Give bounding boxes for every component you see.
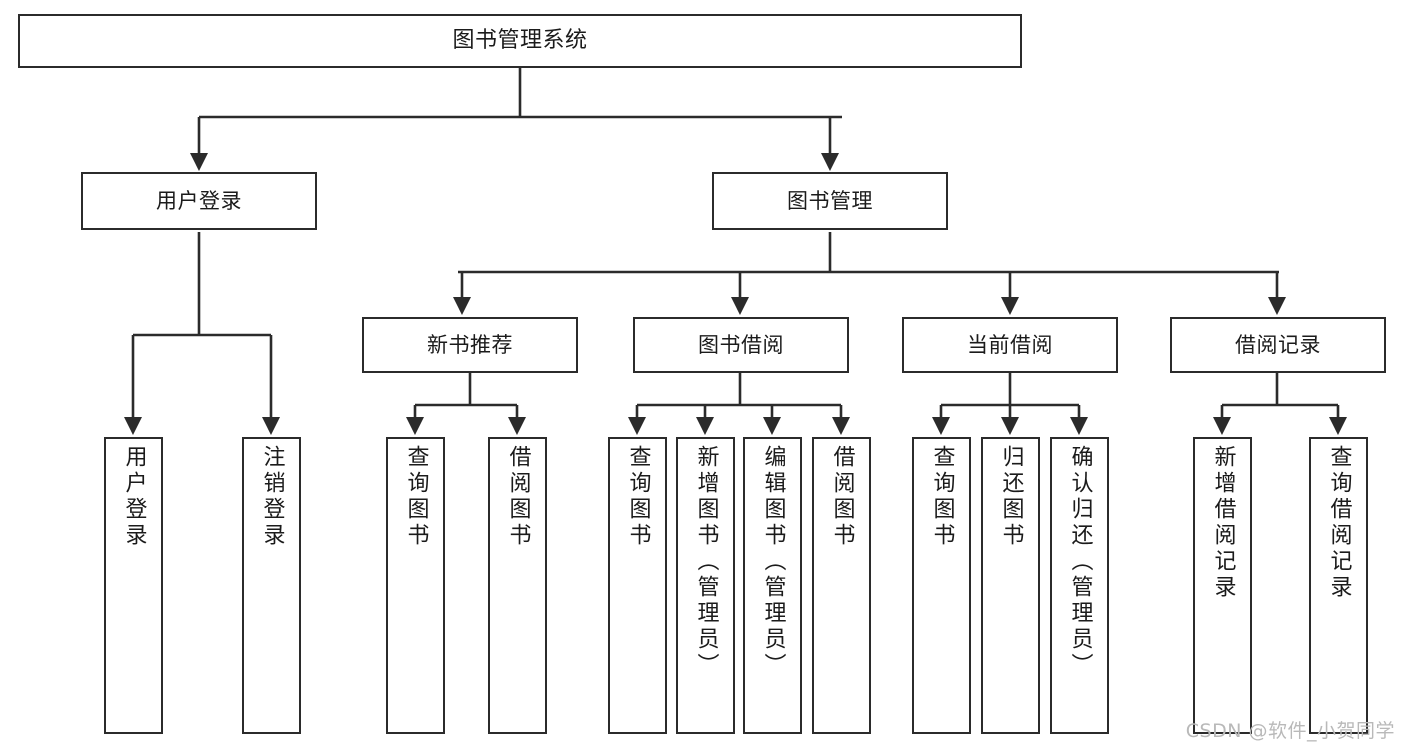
node-leaf-add-book[interactable]: 新增图书（管理员） <box>676 437 735 734</box>
node-new-book-recommend-label: 新书推荐 <box>427 332 513 357</box>
node-user-login-label: 用户登录 <box>156 188 242 213</box>
node-leaf-query-book-1[interactable]: 查询图书 <box>386 437 445 734</box>
node-leaf-query-record[interactable]: 查询借阅记录 <box>1309 437 1368 734</box>
node-leaf-query-book-2-label: 查询图书 <box>625 445 651 549</box>
node-borrow-record-label: 借阅记录 <box>1235 332 1321 357</box>
node-root-label: 图书管理系统 <box>452 28 588 54</box>
node-book-borrow[interactable]: 图书借阅 <box>633 317 849 373</box>
node-leaf-query-book-3[interactable]: 查询图书 <box>912 437 971 734</box>
node-leaf-query-record-label: 查询借阅记录 <box>1326 445 1352 601</box>
node-leaf-borrow-book-2[interactable]: 借阅图书 <box>812 437 871 734</box>
node-leaf-edit-book[interactable]: 编辑图书（管理员） <box>743 437 802 734</box>
node-user-login[interactable]: 用户登录 <box>81 172 317 230</box>
node-book-borrow-label: 图书借阅 <box>698 332 784 357</box>
node-leaf-query-book-1-label: 查询图书 <box>403 445 429 549</box>
node-leaf-confirm-return-label: 确认归还（管理员） <box>1067 445 1093 679</box>
node-book-manage-label: 图书管理 <box>787 188 873 213</box>
node-new-book-recommend[interactable]: 新书推荐 <box>362 317 578 373</box>
node-leaf-user-login-label: 用户登录 <box>121 445 147 549</box>
node-current-borrow[interactable]: 当前借阅 <box>902 317 1118 373</box>
node-leaf-query-book-3-label: 查询图书 <box>929 445 955 549</box>
node-leaf-borrow-book-2-label: 借阅图书 <box>829 445 855 549</box>
node-current-borrow-label: 当前借阅 <box>967 332 1053 357</box>
node-leaf-add-book-label: 新增图书（管理员） <box>693 445 719 679</box>
node-leaf-borrow-book-1[interactable]: 借阅图书 <box>488 437 547 734</box>
csdn-watermark: CSDN @软件_小贺同学 <box>1185 720 1395 742</box>
node-leaf-return-book[interactable]: 归还图书 <box>981 437 1040 734</box>
node-leaf-borrow-book-1-label: 借阅图书 <box>505 445 531 549</box>
node-leaf-return-book-label: 归还图书 <box>998 445 1024 549</box>
node-leaf-user-login[interactable]: 用户登录 <box>104 437 163 734</box>
node-leaf-edit-book-label: 编辑图书（管理员） <box>760 445 786 679</box>
node-leaf-add-record[interactable]: 新增借阅记录 <box>1193 437 1252 734</box>
node-leaf-logout-login-label: 注销登录 <box>259 445 285 549</box>
node-leaf-logout-login[interactable]: 注销登录 <box>242 437 301 734</box>
node-root[interactable]: 图书管理系统 <box>18 14 1022 68</box>
node-leaf-query-book-2[interactable]: 查询图书 <box>608 437 667 734</box>
node-leaf-confirm-return[interactable]: 确认归还（管理员） <box>1050 437 1109 734</box>
node-book-manage[interactable]: 图书管理 <box>712 172 948 230</box>
node-borrow-record[interactable]: 借阅记录 <box>1170 317 1386 373</box>
node-leaf-add-record-label: 新增借阅记录 <box>1210 445 1236 601</box>
